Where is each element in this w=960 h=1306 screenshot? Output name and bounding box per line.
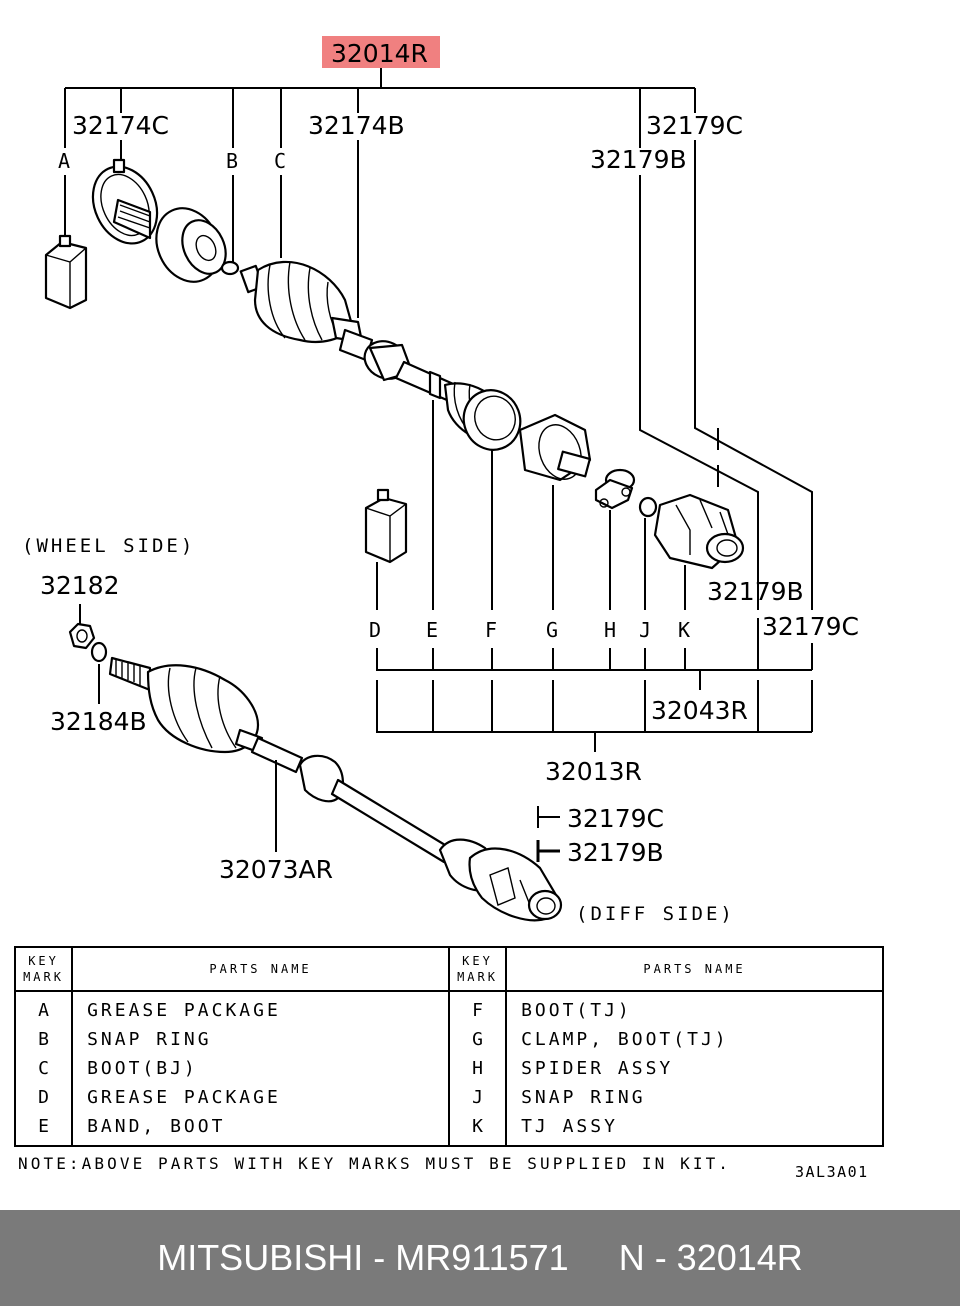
callout-32043R[interactable]: 32043R <box>651 696 748 725</box>
main-part-number[interactable]: 32014R <box>331 39 428 68</box>
name-cell: GREASE PACKAGE <box>72 1083 450 1112</box>
callout-32179C-right[interactable]: 32179C <box>762 612 859 641</box>
table-row: A GREASE PACKAGE F BOOT(TJ) <box>15 991 883 1025</box>
table-row: D GREASE PACKAGE J SNAP RING <box>15 1083 883 1112</box>
kit-note: NOTE:ABOVE PARTS WITH KEY MARKS MUST BE … <box>18 1154 732 1173</box>
boot-bj-C <box>239 260 364 344</box>
leader-32179C-low <box>537 806 560 828</box>
key-cell: J <box>448 1083 508 1112</box>
key-cell: E <box>15 1112 74 1146</box>
table-row: C BOOT(BJ) H SPIDER ASSY <box>15 1054 883 1083</box>
grease-package-D <box>364 488 408 564</box>
callout-32179B-low[interactable]: 32179B <box>567 838 664 867</box>
key-letter-A: A <box>58 149 70 173</box>
name-cell: SPIDER ASSY <box>521 1058 674 1079</box>
callout-32174C[interactable]: 32174C <box>72 111 169 140</box>
key-letter-D: D <box>369 618 381 642</box>
nut-32182 <box>68 622 96 650</box>
key-letter-E: E <box>426 618 438 642</box>
footer-bar: MITSUBISHI - MR911571 N - 32014R <box>0 1210 960 1306</box>
footer-separator: - <box>363 1237 396 1278</box>
band-boot-E <box>428 370 442 400</box>
key-cell: K <box>448 1112 508 1146</box>
washer-32184B <box>90 641 108 663</box>
snap-ring-B <box>220 260 240 276</box>
callout-32182[interactable]: 32182 <box>40 571 120 600</box>
callout-32073AR[interactable]: 32073AR <box>219 855 333 884</box>
footer-ref[interactable]: N - 32014R <box>618 1237 803 1278</box>
bracket-32013R <box>376 680 813 752</box>
figure-code: 3AL3A01 <box>795 1163 869 1181</box>
name-cell: SNAP RING <box>72 1025 450 1054</box>
name-cell: BAND, BOOT <box>72 1112 450 1146</box>
spider-assy-H <box>594 468 636 510</box>
callout-32179B-top[interactable]: 32179B <box>590 145 687 174</box>
bj-outer-joint <box>112 198 227 283</box>
grease-package-A <box>44 234 88 310</box>
key-cell: C <box>15 1054 74 1083</box>
header-parts-name-left: PARTS NAME <box>72 947 450 992</box>
leader-32179B-low <box>536 840 560 862</box>
assembled-drive-shaft <box>108 656 563 922</box>
callout-32184B[interactable]: 32184B <box>50 707 147 736</box>
footer-brand: MITSUBISHI <box>157 1237 364 1278</box>
key-cell: G <box>448 1025 508 1054</box>
callout-32179B-right[interactable]: 32179B <box>707 577 804 606</box>
table-row: B SNAP RING G CLAMP, BOOT(TJ) <box>15 1025 883 1054</box>
name-cell: GREASE PACKAGE <box>72 991 450 1025</box>
key-letter-H: H <box>604 618 616 642</box>
header-parts-name-right: PARTS NAME <box>506 947 883 992</box>
clamp-boot-tj-G <box>518 413 592 482</box>
top-bracket <box>64 68 696 148</box>
key-cell: A <box>15 991 74 1025</box>
key-letter-K: K <box>678 618 690 642</box>
key-cell: F <box>448 991 508 1025</box>
name-cell: BOOT(TJ) <box>521 1000 632 1021</box>
name-cell: BOOT(BJ) <box>72 1054 450 1083</box>
key-letter-B: B <box>226 149 238 173</box>
key-letter-J: J <box>639 618 651 642</box>
callout-32174B[interactable]: 32174B <box>308 111 405 140</box>
name-cell: TJ ASSY <box>521 1116 618 1137</box>
table-row: E BAND, BOOT K TJ ASSY <box>15 1112 883 1146</box>
name-cell: SNAP RING <box>521 1087 646 1108</box>
callout-32179C-top[interactable]: 32179C <box>646 111 743 140</box>
key-letter-C: C <box>274 149 286 173</box>
key-letter-G: G <box>546 618 558 642</box>
exploded-parts-diagram: 32014R 32174C 32174B 32179C 32179B A B C <box>22 36 859 925</box>
leader-lines-lower <box>376 400 686 610</box>
tj-assy-K <box>653 493 745 570</box>
callout-32179C-low[interactable]: 32179C <box>567 804 664 833</box>
footer-part-number[interactable]: MR911571 <box>395 1237 569 1278</box>
main-part-highlight <box>322 36 440 68</box>
diff-side-label: (DIFF SIDE) <box>576 903 735 925</box>
key-letter-F: F <box>485 618 497 642</box>
key-cell: D <box>15 1083 74 1112</box>
boot-tj-F <box>443 381 522 451</box>
bracket-32043R <box>376 618 813 690</box>
snap-ring-J <box>638 496 658 518</box>
name-cell: CLAMP, BOOT(TJ) <box>521 1029 729 1050</box>
leader-lines-upper <box>64 140 813 610</box>
callout-32013R[interactable]: 32013R <box>545 757 642 786</box>
key-cell: B <box>15 1025 74 1054</box>
key-cell: H <box>448 1054 508 1083</box>
footer-gap <box>569 1237 619 1279</box>
wheel-side-label: (WHEEL SIDE) <box>22 535 195 557</box>
